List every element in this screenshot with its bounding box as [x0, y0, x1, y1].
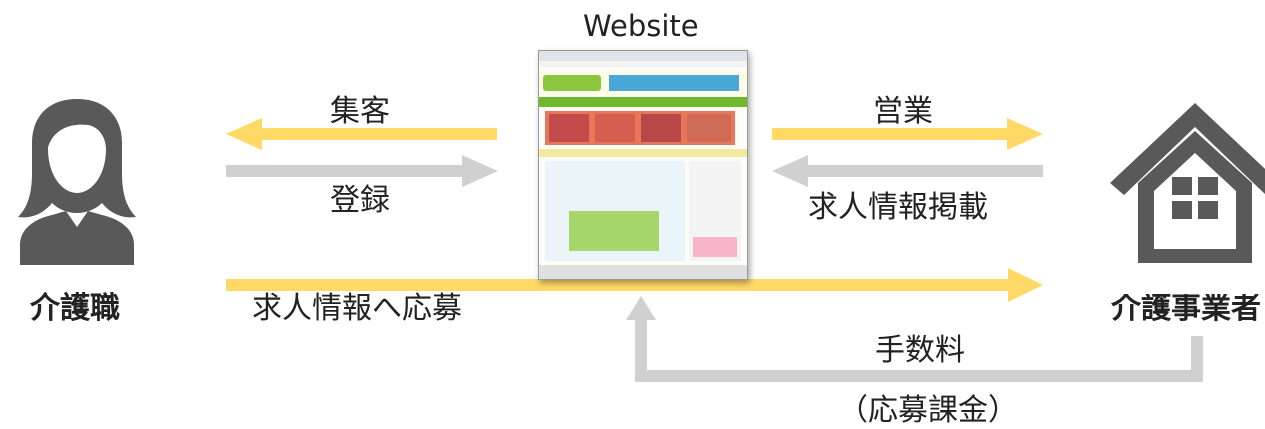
shukyaku-arrow: [226, 118, 497, 150]
keisai-label: 求人情報掲載: [808, 190, 988, 225]
eigyou-arrow: [772, 118, 1043, 150]
keisai-arrow: [772, 155, 1043, 187]
oubo-label: 求人情報へ応募: [252, 291, 462, 326]
person-icon: [18, 99, 136, 265]
shukyaku-label: 集客: [330, 94, 390, 129]
tesuuryou-label: 手数料: [875, 333, 965, 368]
eigyou-label: 営業: [873, 94, 933, 129]
left-actor-label: 介護職: [30, 291, 120, 326]
tesuuryou-path: [635, 318, 1203, 382]
kakin-label: （応募課金）: [838, 393, 1018, 428]
website-screenshot: [538, 50, 748, 280]
right-actor-label: 介護事業者: [1111, 294, 1261, 324]
touroku-arrow: [226, 155, 498, 187]
touroku-label: 登録: [330, 183, 390, 218]
oubo-arrow: [226, 268, 1043, 302]
tesuuryou-arrowhead: [626, 296, 656, 320]
website-title: Website: [583, 9, 699, 43]
house-icon: [1110, 103, 1265, 263]
